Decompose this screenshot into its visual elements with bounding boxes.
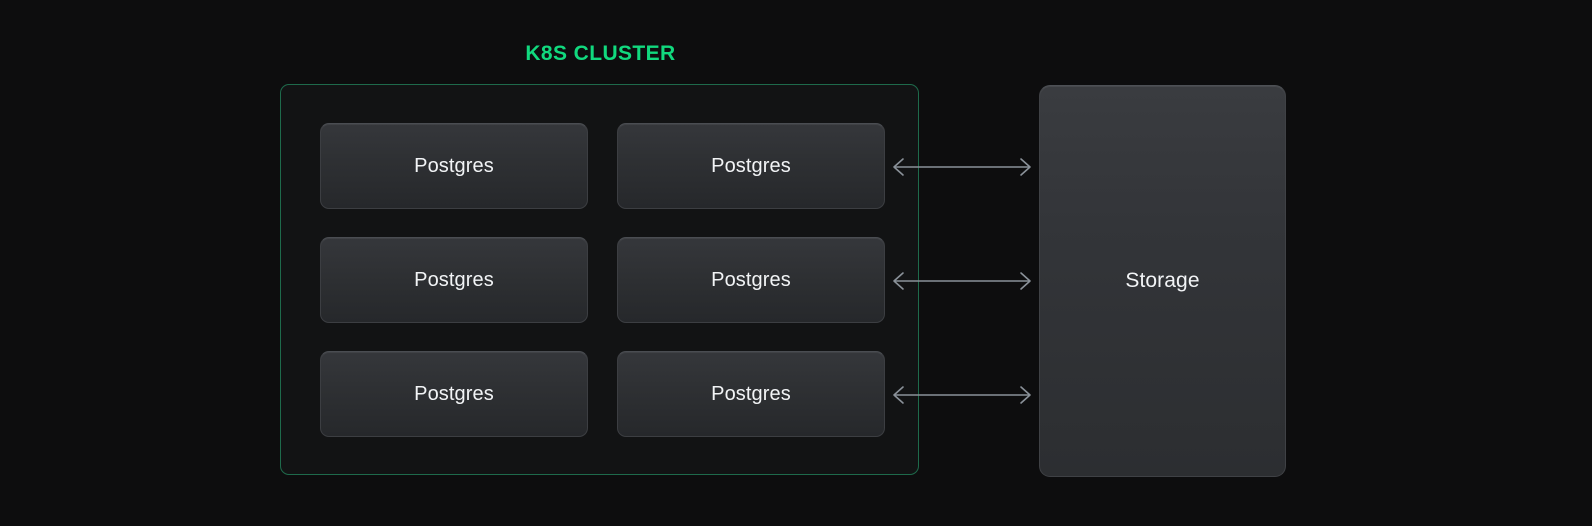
postgres-node[interactable]: Postgres: [320, 237, 588, 323]
double-arrow-icon: [889, 269, 1035, 293]
postgres-node-label: Postgres: [414, 155, 494, 177]
postgres-node-label: Postgres: [414, 383, 494, 405]
double-arrow-icon: [889, 383, 1035, 407]
storage-node[interactable]: Storage: [1039, 85, 1286, 477]
postgres-node-grid: Postgres Postgres Postgres Postgres Post…: [320, 123, 885, 437]
node-row: Postgres Postgres: [320, 237, 885, 323]
node-row: Postgres Postgres: [320, 351, 885, 437]
cluster-title: K8S CLUSTER: [525, 42, 676, 65]
k8s-cluster-boundary: Postgres Postgres Postgres Postgres Post…: [280, 84, 919, 475]
postgres-node-label: Postgres: [414, 269, 494, 291]
postgres-node-label: Postgres: [711, 269, 791, 291]
postgres-node[interactable]: Postgres: [320, 351, 588, 437]
postgres-node-label: Postgres: [711, 383, 791, 405]
postgres-node-label: Postgres: [711, 155, 791, 177]
postgres-node[interactable]: Postgres: [617, 351, 885, 437]
storage-node-label: Storage: [1125, 269, 1200, 292]
postgres-node[interactable]: Postgres: [617, 123, 885, 209]
double-arrow-icon: [889, 155, 1035, 179]
postgres-node[interactable]: Postgres: [617, 237, 885, 323]
postgres-node[interactable]: Postgres: [320, 123, 588, 209]
node-row: Postgres Postgres: [320, 123, 885, 209]
